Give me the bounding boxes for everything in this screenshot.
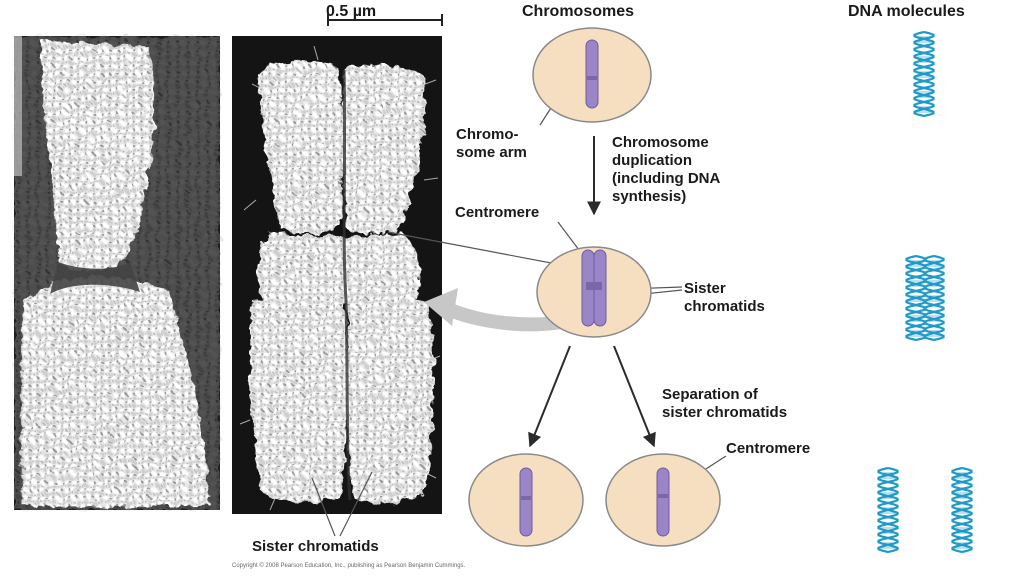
arrow-separation-right — [613, 345, 656, 448]
label-chromosome-arm-2: some arm — [456, 144, 527, 161]
label-chromosome-arm-1: Chromo- — [456, 126, 519, 143]
copyright-notice: Copyright © 2008 Pearson Education, Inc.… — [232, 563, 466, 569]
column-title-chromosomes: Chromosomes — [522, 3, 635, 20]
label-duplication-3: (including DNA — [612, 170, 721, 187]
label-sister-chromatids-1: Sister — [684, 280, 726, 297]
arrow-separation-left — [528, 345, 571, 448]
dna-helix-single — [913, 30, 935, 118]
label-sister-chromatids-bottom: Sister chromatids — [252, 538, 379, 555]
cell-bottom-left — [468, 453, 584, 547]
label-centromere-top: Centromere — [455, 204, 540, 221]
dna-molecules — [877, 30, 973, 554]
label-sister-chromatids-2: chromatids — [684, 298, 765, 315]
label-duplication-2: duplication — [612, 152, 692, 169]
dna-helix-duplicated-2 — [923, 254, 945, 342]
label-separation-2: sister chromatids — [662, 404, 788, 421]
dna-helix-separated-1 — [877, 466, 899, 554]
cell-middle — [536, 246, 652, 338]
column-title-dna-molecules: DNA molecules — [848, 3, 965, 20]
scale-bar — [327, 14, 443, 26]
scale-bar-label: 0.5 µm — [326, 3, 377, 20]
cell-top — [532, 27, 652, 123]
dna-helix-duplicated-1 — [905, 254, 927, 342]
label-separation-1: Separation of — [662, 386, 758, 403]
micrograph-right — [232, 36, 442, 514]
process-arrows — [528, 136, 656, 448]
dna-helix-separated-2 — [951, 466, 973, 554]
label-duplication-1: Chromosome — [612, 134, 709, 151]
cell-bottom-right — [605, 453, 721, 547]
label-centromere-bottom: Centromere — [726, 440, 811, 457]
label-duplication-4: synthesis) — [612, 188, 687, 205]
micrograph-left — [14, 36, 220, 510]
